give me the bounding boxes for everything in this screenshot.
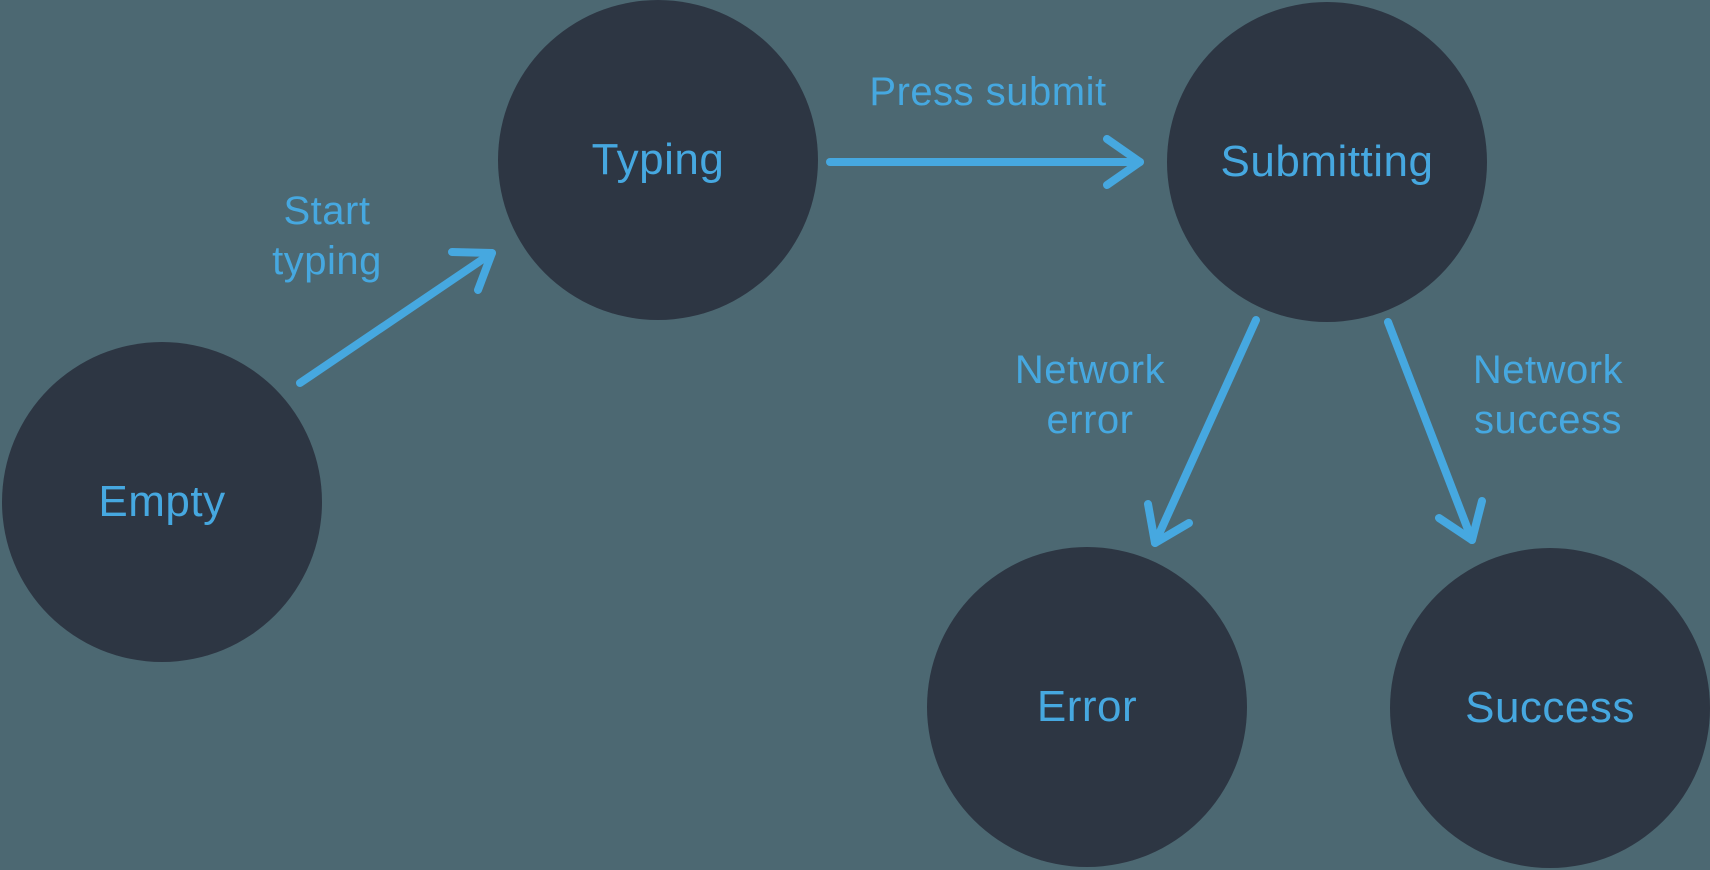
edge-label-network-error: Network error [1014, 348, 1166, 442]
state-node-success: Success [1390, 548, 1710, 868]
state-node-empty: Empty [2, 342, 322, 662]
state-node-label: Submitting [1220, 137, 1434, 186]
arrowhead-icon-submitting-error [1144, 500, 1193, 547]
state-node-label: Typing [591, 135, 725, 184]
state-node-label: Success [1465, 683, 1635, 732]
edge-label-start-typing: Start typing [272, 189, 382, 283]
edge-label-network-success: Network success [1472, 348, 1624, 442]
state-node-submitting: Submitting [1167, 2, 1487, 322]
state-node-error: Error [927, 547, 1247, 867]
arrowhead-icon-typing-submitting [1103, 135, 1144, 189]
arrowhead-icon-empty-typing [448, 248, 496, 294]
arrowhead-icon-submitting-success [1435, 497, 1486, 544]
state-node-label: Empty [98, 477, 226, 526]
state-node-typing: Typing [498, 0, 818, 320]
state-node-label: Error [1036, 682, 1138, 731]
edge-label-press-submit: Press submit [869, 70, 1107, 114]
